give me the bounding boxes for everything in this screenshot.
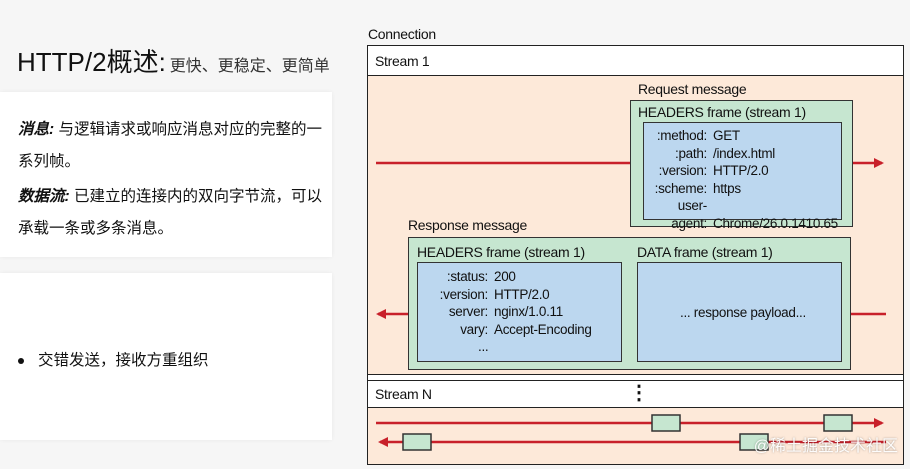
streamN-label: Stream N — [375, 386, 432, 402]
stream-definition: 数据流: 已建立的连接内的双向字节流，可以承载一条或多条消息。 — [18, 181, 328, 245]
request-header-row: :path:/index.html — [675, 145, 775, 161]
streamN-body — [367, 407, 904, 465]
request-message-label: Request message — [638, 81, 747, 97]
streamN-header — [367, 380, 904, 408]
streamN-frame — [402, 433, 432, 451]
response-message-label: Response message — [408, 217, 527, 233]
streamN-frame — [739, 433, 769, 451]
response-headers-list: :status:200 :version:HTTP/2.0 server:ngi… — [420, 268, 592, 356]
message-definition: 消息: 与逻辑请求或响应消息对应的完整的一系列帧。 — [18, 114, 328, 178]
title-main: HTTP/2概述: — [17, 47, 166, 77]
response-header-more: ... — [478, 339, 489, 354]
response-header-row: :version:HTTP/2.0 — [439, 286, 550, 302]
connection-label: Connection — [368, 26, 436, 42]
response-headers-box — [417, 262, 622, 362]
response-header-row: :status:200 — [446, 269, 516, 284]
response-header-row: server:nginx/1.0.11 — [448, 304, 563, 319]
stream1-label: Stream 1 — [375, 53, 430, 69]
title-subtitle: 更快、更稳定、更简单 — [169, 58, 330, 75]
message-text: 与逻辑请求或响应消息对应的完整的一系列帧。 — [18, 121, 322, 170]
request-frame-label: HEADERS frame (stream 1) — [638, 104, 806, 120]
data-frame-box — [637, 262, 842, 362]
message-term: 消息: — [18, 121, 55, 138]
request-header-row: :version:HTTP/2.0 — [658, 163, 769, 178]
streamN-frame — [823, 414, 853, 432]
definitions-card — [0, 92, 332, 257]
watermark: @稀土掘金技术社区 — [753, 438, 898, 455]
bullet-item: 交错发送，接收方重组织 — [18, 348, 209, 370]
stream-term: 数据流: — [18, 188, 70, 205]
streamN-frame — [651, 414, 681, 432]
stream-text: 已建立的连接内的双向字节流，可以承载一条或多条消息。 — [18, 188, 322, 237]
request-header-row: :scheme:https — [654, 180, 741, 196]
data-frame-label: DATA frame (stream 1) — [637, 244, 773, 260]
response-headers-frame-label: HEADERS frame (stream 1) — [417, 244, 585, 260]
stream1-header — [367, 45, 904, 76]
request-header-row: :method:GET — [656, 128, 740, 143]
page-title: HTTP/2概述:更快、更稳定、更简单 — [17, 42, 330, 79]
response-payload: ... response payload... — [680, 305, 806, 320]
response-header-row: vary:Accept-Encoding — [460, 321, 592, 337]
bullet-text: 交错发送，接收方重组织 — [38, 352, 209, 369]
bullet-dot — [18, 357, 24, 364]
bullet-card — [0, 273, 332, 440]
vertical-ellipsis: ⋮ — [629, 382, 649, 404]
request-header-row: user-agent:Chrome/26.0.1410.65 — [671, 198, 838, 231]
request-headers-list: :method:GET :path:/index.html :version:H… — [646, 127, 839, 232]
request-headers-box — [643, 122, 842, 220]
